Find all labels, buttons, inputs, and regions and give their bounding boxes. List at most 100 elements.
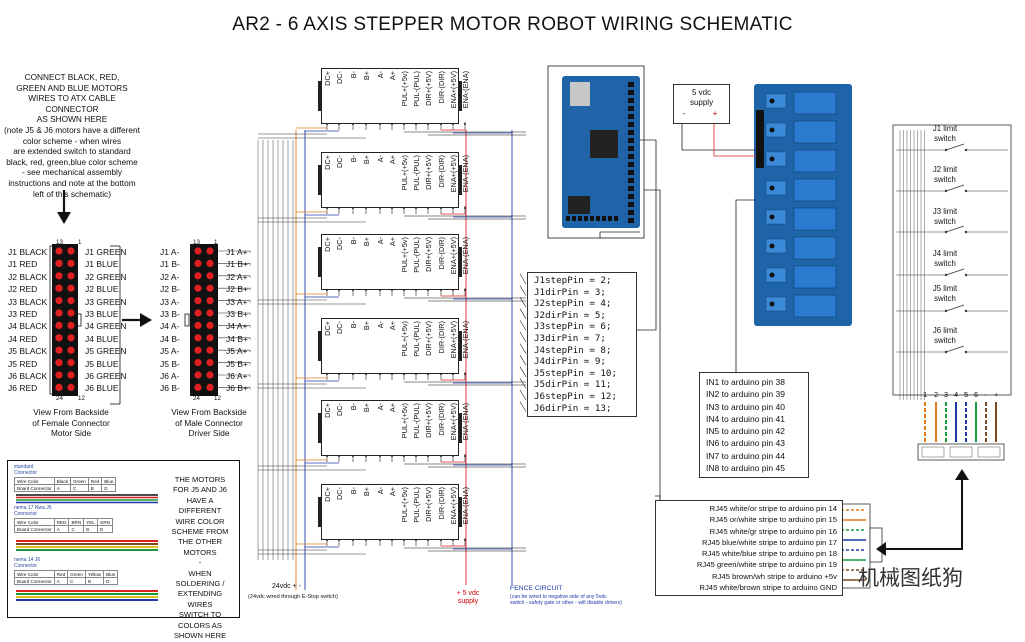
female-pin xyxy=(55,359,63,367)
pin-assignment: J1dirPin = 3; xyxy=(534,286,606,298)
female-right-label: J3 BLUE xyxy=(85,309,119,320)
female-pin-13: 13 xyxy=(56,239,63,246)
pin-assignment: J5dirPin = 11; xyxy=(534,379,612,391)
arduino-header-pin xyxy=(628,138,634,143)
driver-terminal-label: B- xyxy=(349,321,358,329)
male-right-label: J6 B+ xyxy=(226,383,248,394)
limit-contact xyxy=(945,143,965,151)
arduino-power-jack xyxy=(568,196,590,214)
driver-terminal-label: DC+ xyxy=(323,71,332,86)
female-left-label: J6 BLACK xyxy=(8,371,48,382)
legend-cell: D xyxy=(101,484,117,492)
stepper-driver-2: DC+DC-B-B+A-A+PUL+(+5v)PUL-(PUL)DIR+(+5V… xyxy=(318,152,470,208)
male-pin xyxy=(206,259,214,267)
driver-terminal-label: B+ xyxy=(362,237,371,247)
rj-lead xyxy=(655,495,661,500)
supply-lead xyxy=(681,122,756,151)
female-left-label: J5 RED xyxy=(8,358,38,369)
driver-terminal-label: ENA-(ENA) xyxy=(461,403,470,441)
wiring-diagram xyxy=(49,65,1012,590)
driver-terminal-label: DIR-(DIR) xyxy=(437,237,446,270)
supply-minus: - xyxy=(682,109,686,118)
driver-terminal-label: DC+ xyxy=(323,321,332,336)
female-pin xyxy=(67,359,75,367)
relay-terminal xyxy=(765,93,787,109)
relay-terminal xyxy=(765,296,787,312)
page-title: AR2 - 6 AXIS STEPPER MOTOR ROBOT WIRING … xyxy=(232,14,793,35)
female-pin xyxy=(55,371,63,379)
limit-switch-label: J5 limit switch xyxy=(932,284,958,303)
driver-terminal-label: PUL+(+5v) xyxy=(400,237,409,273)
rj45-line: RJ45 blue/white stripe to arduino pin 17 xyxy=(701,537,837,547)
driver-terminal-label: A+ xyxy=(388,487,397,497)
relay-input: IN8 to arduino pin 45 xyxy=(706,463,785,474)
legend-title-j6: nema 14 J6 Connector xyxy=(14,557,41,569)
limit-terminal xyxy=(964,148,968,152)
male-pin xyxy=(194,284,202,292)
male-pin-24: 24 xyxy=(193,395,200,402)
driver-terminal-label: A- xyxy=(376,403,385,411)
arrow-head xyxy=(955,469,969,480)
driver-mount-tab xyxy=(458,81,462,111)
wire-bundle-j5 xyxy=(16,540,158,551)
female-left-label: J4 RED xyxy=(8,333,38,344)
connector-lead xyxy=(218,263,251,266)
arduino-header-pin xyxy=(628,114,634,119)
driver-terminal-label: DIR+(+5V) xyxy=(424,155,433,190)
relay-header xyxy=(756,110,764,168)
driver-terminal-label: DC- xyxy=(335,71,344,84)
arduino-header-pin xyxy=(584,216,588,221)
limit-switch-label: J3 limit switch xyxy=(932,207,958,226)
driver-terminal-label: ENA+(+5V) xyxy=(449,403,458,441)
driver-terminal-label: PUL+(+5v) xyxy=(400,155,409,191)
arduino-header-pin xyxy=(628,170,634,175)
female-pin-12: 12 xyxy=(78,395,85,402)
relay-terminal xyxy=(765,267,787,283)
rj45-pin-label: + xyxy=(994,390,999,399)
legend-cell: A xyxy=(53,484,71,492)
arduino-header-pin xyxy=(628,218,634,223)
female-left-labels: J1 BLACK J1 RED J2 BLACK J2 RED J3 BLACK… xyxy=(8,246,52,395)
driver-terminal-label: ENA-(ENA) xyxy=(461,237,470,275)
relay-module xyxy=(793,91,837,115)
male-pin xyxy=(194,371,202,379)
terminal-dot xyxy=(464,455,466,457)
female-right-label: J4 BLUE xyxy=(85,333,119,344)
legend-title-standard: standard Connector xyxy=(14,464,38,476)
driver-terminal-label: DIR-(DIR) xyxy=(437,155,446,188)
driver-terminal-label: DIR-(DIR) xyxy=(437,487,446,520)
female-pin xyxy=(55,383,63,391)
relay-input: IN3 to arduino pin 40 xyxy=(706,401,785,412)
driver-terminal-label: A- xyxy=(376,487,385,495)
legend-note: THE MOTORS FOR J5 AND J6 HAVE A DIFFEREN… xyxy=(171,475,229,641)
female-pin xyxy=(67,272,75,280)
pin-lead xyxy=(519,308,527,319)
male-left-labels: J1 A- J1 B- J2 A- J2 B- J3 A- J3 B- J4 A… xyxy=(160,246,190,395)
pin-lead xyxy=(519,389,527,401)
connector-lead xyxy=(218,387,251,390)
male-pin xyxy=(194,359,202,367)
rj45-pin-label: 6 xyxy=(974,390,979,399)
limit-contact xyxy=(945,268,965,276)
arduino-header-pin xyxy=(628,122,634,127)
female-pin xyxy=(55,259,63,267)
limit-switch-label: J4 limit switch xyxy=(932,249,958,268)
connector-lead xyxy=(218,337,251,340)
pin-assignment: J3dirPin = 7; xyxy=(534,332,606,344)
driver-terminal-label: B+ xyxy=(362,321,371,331)
driver-terminal-label: DC- xyxy=(335,321,344,334)
driver-terminal-label: ENA-(ENA) xyxy=(461,321,470,359)
female-pin-1: 1 xyxy=(78,239,82,246)
rj45-line: RJ45 white/brown stripe to arduino GND xyxy=(699,583,837,593)
driver-mount-tab xyxy=(318,413,322,443)
driver-mount-tab xyxy=(318,81,322,111)
driver-terminal-label: B- xyxy=(349,403,358,411)
arduino-header-pin xyxy=(578,216,582,221)
arduino-header-pin xyxy=(628,154,634,159)
relay-screw xyxy=(769,156,775,162)
driver-terminal-label: A+ xyxy=(388,155,397,165)
male-key xyxy=(184,313,190,327)
rj45-pin-label: 5 xyxy=(964,390,969,399)
